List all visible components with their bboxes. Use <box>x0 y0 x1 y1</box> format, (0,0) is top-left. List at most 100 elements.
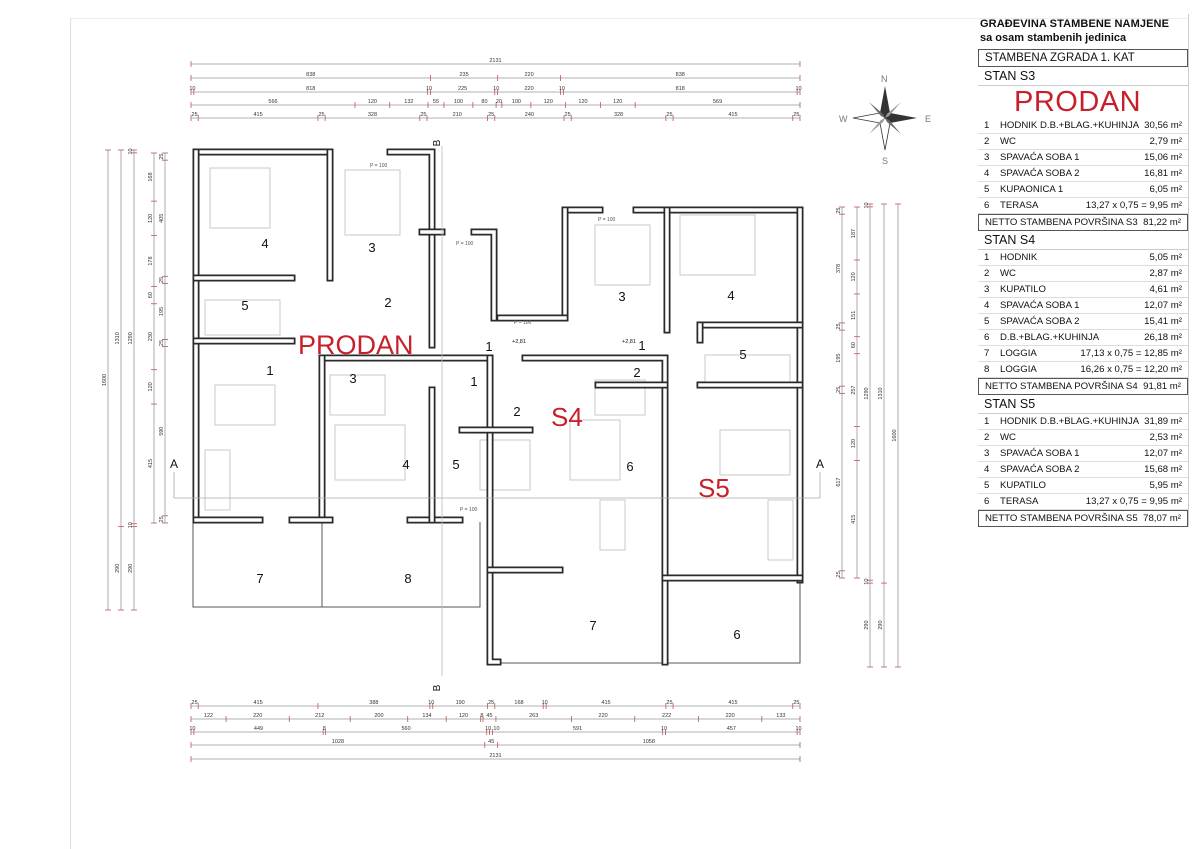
dimension-label: 566 <box>268 99 277 105</box>
furniture <box>344 169 401 236</box>
room-n: 5 <box>984 184 990 195</box>
room-name: LOGGIA <box>1000 364 1037 375</box>
section-mark-b[interactable]: B <box>432 684 443 691</box>
room-number: 3 <box>368 240 375 255</box>
area-legend-table: GRAĐEVINA STAMBENE NAMJENE sa osam stamb… <box>978 14 1189 527</box>
dimension-label: 25 <box>666 112 672 118</box>
dimension-label: 10 <box>864 202 870 208</box>
room-n: 1 <box>984 252 990 263</box>
dimension-label: 20 <box>496 99 502 105</box>
room-n: 4 <box>984 300 990 311</box>
compass-w: W <box>839 114 848 124</box>
dimension-label: 210 <box>453 112 462 118</box>
dimension-label: 60 <box>851 342 857 348</box>
dimension-label: 120 <box>459 713 468 719</box>
dimension-label: 220 <box>726 713 735 719</box>
room-value: 4,61 m² <box>1149 284 1182 295</box>
section-mark-a[interactable]: A <box>170 457 178 471</box>
dimension-label: 134 <box>422 713 431 719</box>
dimension-label: 1310 <box>115 332 121 344</box>
window-label: P = 100 <box>456 241 474 247</box>
room-name: WC <box>1000 432 1016 443</box>
dimension-label: 569 <box>713 99 722 105</box>
furniture <box>569 419 621 481</box>
dimension-label: 212 <box>315 713 324 719</box>
dimension-label: 290 <box>878 620 884 629</box>
netto-label: NETTO STAMBENA POVRŠINA S4 <box>985 381 1138 392</box>
elevation-label: +2,81 <box>512 339 526 345</box>
room-value: 2,53 m² <box>1149 432 1182 443</box>
room-name: D.B.+BLAG.+KUHINJA <box>1000 332 1100 343</box>
room-value: 2,79 m² <box>1149 136 1182 147</box>
dimension-label: 178 <box>148 256 154 265</box>
dimension-label: 415 <box>253 112 262 118</box>
dimension-label: 2131 <box>489 58 501 64</box>
room-row: 1 HODNIK 5,05 m² <box>978 250 1188 266</box>
room-n: 1 <box>984 120 990 131</box>
dimension-label: 25 <box>159 277 165 283</box>
dimension-label: 1028 <box>332 739 344 745</box>
dimension-label: 25 <box>192 112 198 118</box>
dimension-label: 10 <box>428 700 434 706</box>
room-value: 5,05 m² <box>1149 252 1182 263</box>
dimension-label: 133 <box>776 713 785 719</box>
room-name: HODNIK <box>1000 252 1038 263</box>
dimension-label: 10 <box>189 726 195 732</box>
dimension-label: 225 <box>458 86 467 92</box>
dimension-label: 617 <box>836 477 842 486</box>
room-name: SPAVAĆA SOBA 1 <box>1000 448 1080 459</box>
netto-label: NETTO STAMBENA POVRŠINA S5 <box>985 513 1138 524</box>
unit-header: STAN S4 <box>978 231 1188 250</box>
compass-e: E <box>925 114 931 124</box>
room-value: 6,05 m² <box>1149 184 1182 195</box>
section-mark-a[interactable]: A <box>816 457 824 471</box>
dimension-label: 195 <box>836 354 842 363</box>
room-number: 5 <box>241 298 248 313</box>
room-value: 31,89 m² <box>1144 416 1182 427</box>
dimension-label: 120 <box>544 99 553 105</box>
dimension-label: 818 <box>676 86 685 92</box>
dimension-label: 25 <box>793 112 799 118</box>
dimension-label: 25 <box>836 208 842 214</box>
room-number: 3 <box>349 371 356 386</box>
room-number: 5 <box>452 457 459 472</box>
elevation-label: +2,81 <box>622 339 636 345</box>
room-value: 2,87 m² <box>1149 268 1182 279</box>
room-value: 15,06 m² <box>1144 152 1182 163</box>
wall-core <box>472 230 496 320</box>
room-number: 4 <box>261 236 268 251</box>
dimension-label: 220 <box>524 86 533 92</box>
dimension-label: 55 <box>433 99 439 105</box>
furniture <box>679 214 756 276</box>
room-number: 2 <box>513 404 520 419</box>
room-value: 16,81 m² <box>1144 168 1182 179</box>
dimension-label: 257 <box>851 385 857 394</box>
section-mark-b[interactable]: B <box>432 139 443 146</box>
dimension-label: 235 <box>459 72 468 78</box>
dimension-label: 328 <box>368 112 377 118</box>
dimension-label: 8 <box>480 713 483 719</box>
furniture <box>599 499 626 551</box>
dimension-label: 25 <box>488 112 494 118</box>
dimension-label: 222 <box>662 713 671 719</box>
room-number: 1 <box>638 338 645 353</box>
unit-s3-sold-label: PRODAN <box>298 330 414 360</box>
dimension-label: 80 <box>481 99 487 105</box>
room-number: 1 <box>485 339 492 354</box>
dimension-label: 405 <box>159 214 165 223</box>
room-name: TERASA <box>1000 496 1039 507</box>
dimension-label: 190 <box>456 700 465 706</box>
room-n: 8 <box>984 364 990 375</box>
dimension-label: 10 <box>559 86 565 92</box>
dimension-label: 415 <box>601 700 610 706</box>
furniture <box>479 439 531 491</box>
dimension-label: 220 <box>599 713 608 719</box>
room-n: 6 <box>984 496 990 507</box>
